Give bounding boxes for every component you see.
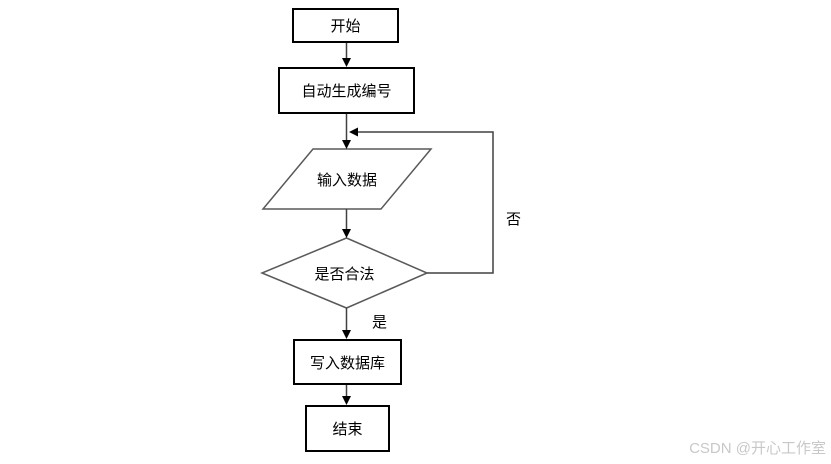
flowchart-node-start: 开始 <box>292 8 399 43</box>
node-label-write-db: 写入数据库 <box>309 354 385 372</box>
flowchart-node-write-db: 写入数据库 <box>293 339 402 385</box>
arrowhead-input-to-decision <box>342 229 351 238</box>
node-label-auto-number: 自动生成编号 <box>301 83 392 100</box>
parallelogram-input-data <box>261 148 433 210</box>
arrowhead-decision-to-write <box>342 330 351 339</box>
node-label-start: 开始 <box>330 18 361 35</box>
arrowhead-start-to-auto <box>342 58 351 67</box>
connector-no-feedback-loop <box>358 131 494 274</box>
watermark: CSDN @开心工作室 <box>689 440 826 457</box>
diamond-validity-check <box>260 237 429 309</box>
node-label-end: 结束 <box>332 421 363 438</box>
flowchart-node-end: 结束 <box>305 405 390 452</box>
arrowhead-auto-to-input <box>342 140 351 149</box>
edge-label-yes: 是 <box>372 314 388 331</box>
arrowhead-write-to-end <box>342 396 351 405</box>
flowchart-node-auto-number: 自动生成编号 <box>278 67 415 114</box>
arrowhead-no-feedback-loop <box>349 127 358 137</box>
edge-label-no: 否 <box>506 211 522 228</box>
